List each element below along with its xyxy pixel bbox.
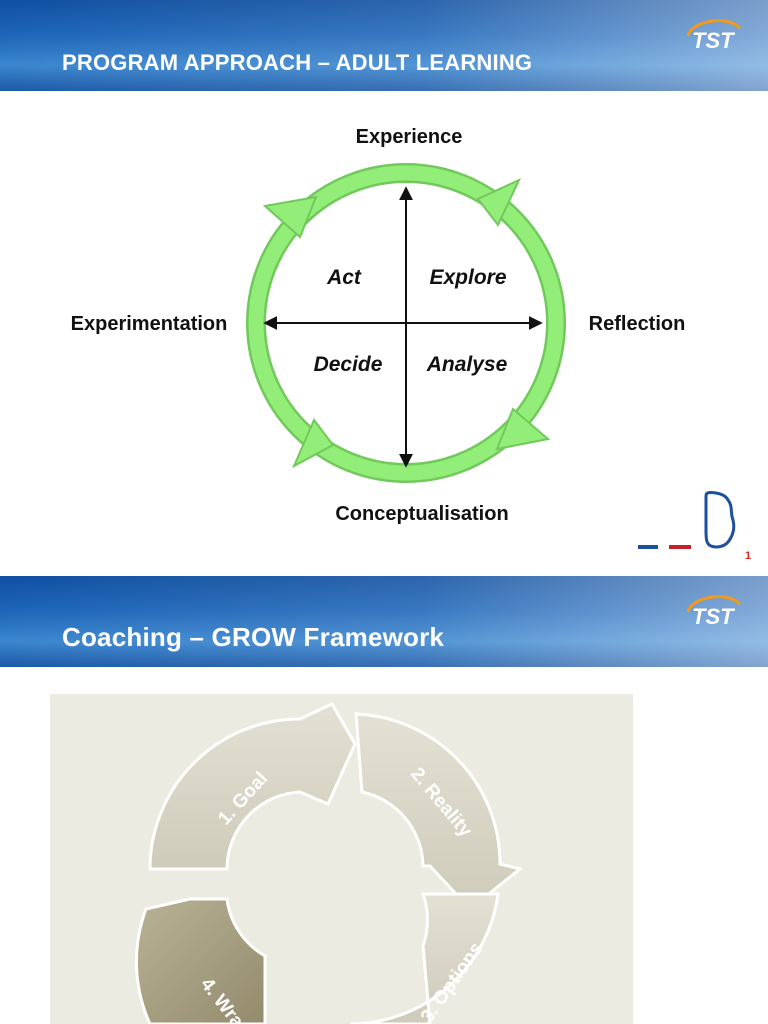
quadrant-explore: Explore [429,266,507,289]
grow-step-options [349,892,500,1024]
cycle-arrow-top-left-icon [262,195,318,239]
grow-cycle-svg: 1. Goal 2. Reality 3. Options 4. Wrap [135,702,524,1024]
tst-logo-icon: TST [686,19,742,53]
cycle-arrow-top-right-icon [476,177,522,227]
title-banner: Coaching – GROW Framework TST [0,576,768,667]
learning-cycle-diagram [246,163,566,483]
tst-logo-icon: TST [686,595,742,629]
grow-diagram: 1. Goal 2. Reality 3. Options 4. Wrap [50,694,633,1024]
logo-text: TST [692,604,735,629]
logo-text: TST [692,28,735,53]
stage-conceptualisation: Conceptualisation [335,503,509,525]
page-number: 1 [745,550,752,562]
quadrant-decide: Decide [313,353,383,376]
quadrant-act: Act [327,266,361,289]
cycle-arrow-bottom-left-icon [291,418,335,469]
slide-title: Coaching – GROW Framework [62,622,445,652]
grow-step-goal [148,702,357,871]
stage-reflection: Reflection [588,313,686,335]
stage-experimentation: Experimentation [70,313,228,335]
cycle-ring [248,165,564,481]
cycle-arrow-bottom-right-icon [495,407,551,451]
slide-adult-learning: PROGRAM APPROACH – ADULT LEARNING TST Ex… [0,0,768,562]
slide-title: PROGRAM APPROACH – ADULT LEARNING [62,50,533,75]
title-banner: PROGRAM APPROACH – ADULT LEARNING TST [0,0,768,91]
stage-experience: Experience [355,126,463,148]
grow-step-reality [354,712,524,912]
quadrant-analyse: Analyse [426,353,508,376]
footer-emblem-icon [638,490,736,549]
slide-grow-framework: Coaching – GROW Framework TST [0,576,768,1024]
grow-step-wrap [135,897,267,1024]
